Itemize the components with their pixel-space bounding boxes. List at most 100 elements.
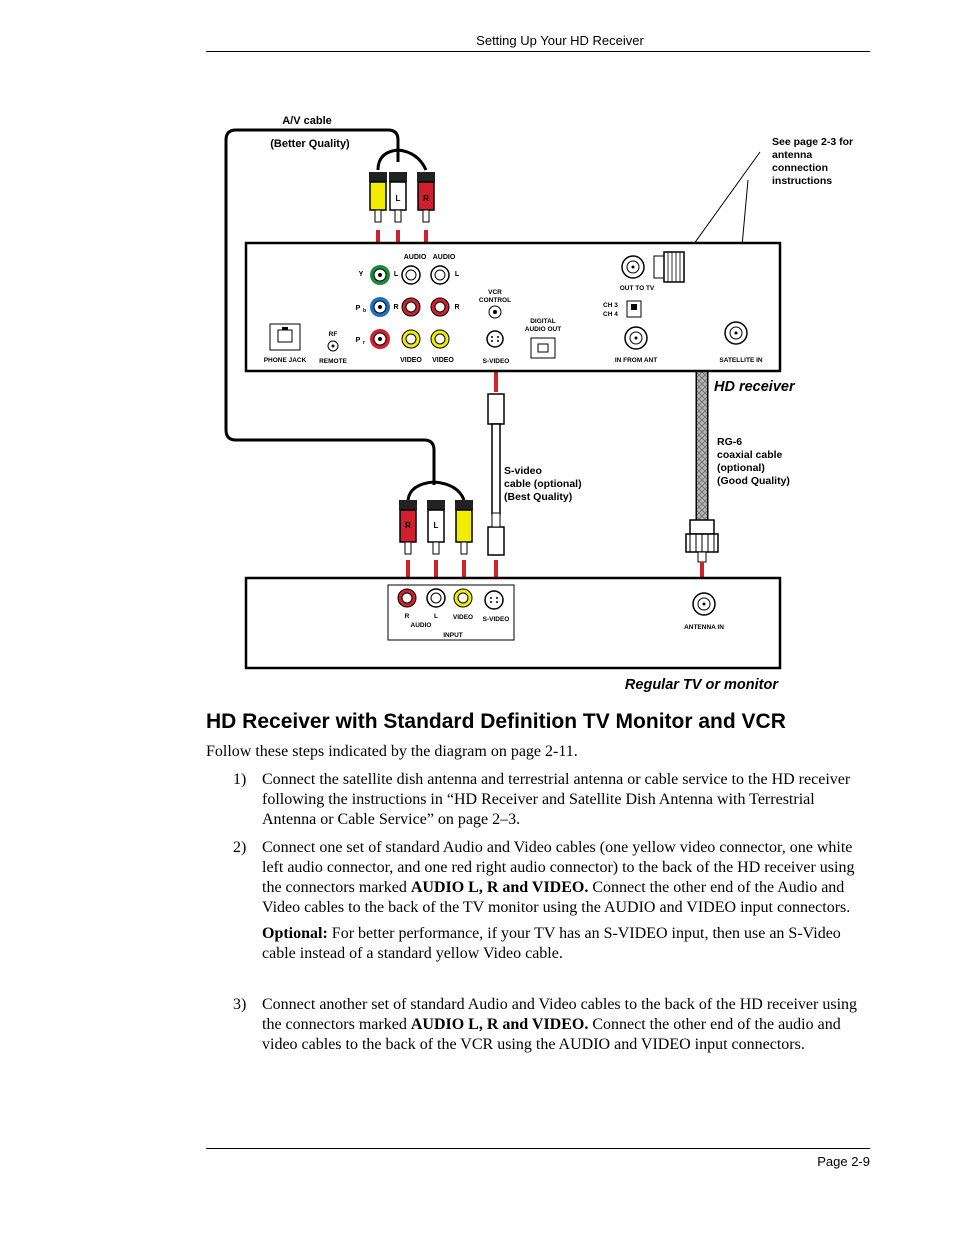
svg-text:AUDIO: AUDIO bbox=[433, 254, 456, 261]
component-pr-jack bbox=[370, 329, 390, 349]
tv-audio-l-jack bbox=[426, 588, 446, 608]
svg-text:CONTROL: CONTROL bbox=[479, 297, 511, 304]
svg-text:AUDIO: AUDIO bbox=[404, 254, 427, 261]
in-from-ant-connector bbox=[624, 326, 648, 350]
svg-text:VIDEO: VIDEO bbox=[400, 357, 422, 364]
svg-text:IN FROM ANT: IN FROM ANT bbox=[615, 357, 657, 364]
svg-text:R: R bbox=[405, 521, 411, 530]
channel-switch bbox=[626, 300, 642, 318]
svg-text:L: L bbox=[434, 521, 439, 530]
svg-text:antenna: antenna bbox=[772, 149, 812, 161]
plug-r-label: R bbox=[423, 194, 429, 203]
svg-text:R: R bbox=[454, 304, 459, 311]
svg-text:CH 3: CH 3 bbox=[603, 302, 618, 309]
step-3: 3) Connect another set of standard Audio… bbox=[206, 995, 870, 1055]
svg-text:(Good Quality): (Good Quality) bbox=[717, 475, 790, 487]
step-text: Connect one set of standard Audio and Vi… bbox=[262, 839, 855, 916]
av-cable-label: A/V cable bbox=[282, 115, 332, 127]
footer-rule bbox=[206, 1148, 870, 1149]
step-number: 1) bbox=[233, 771, 247, 788]
svg-text:CH 4: CH 4 bbox=[603, 311, 618, 318]
satellite-in-connector bbox=[724, 321, 748, 345]
av-cable bbox=[224, 128, 466, 501]
plug-l-label: L bbox=[396, 194, 401, 203]
svg-text:VIDEO: VIDEO bbox=[453, 614, 473, 621]
svg-text:b: b bbox=[363, 308, 366, 314]
svg-text:coaxial cable: coaxial cable bbox=[717, 449, 783, 461]
svg-text:P: P bbox=[356, 305, 361, 312]
component-y-jack bbox=[370, 265, 390, 285]
svg-text:OUT TO TV: OUT TO TV bbox=[620, 285, 655, 292]
connection-diagram: L R A/V cable (Better Quality) See page … bbox=[224, 115, 853, 693]
step-text: Connect the satellite dish antenna and t… bbox=[262, 771, 851, 828]
audio-l-jack-2 bbox=[430, 265, 450, 285]
optional-note: Optional: For better performance, if you… bbox=[262, 925, 841, 962]
svg-text:P: P bbox=[356, 337, 361, 344]
svg-text:cable (optional): cable (optional) bbox=[504, 478, 582, 490]
svg-text:r: r bbox=[363, 340, 365, 346]
see-page-note: See page 2-3 for antenna connection inst… bbox=[631, 136, 853, 331]
svg-text:Y: Y bbox=[359, 271, 364, 278]
step-text: Connect another set of standard Audio an… bbox=[262, 996, 858, 1053]
svg-text:DIGITAL: DIGITAL bbox=[530, 318, 556, 325]
svg-text:SATELLITE IN: SATELLITE IN bbox=[719, 357, 763, 364]
plug-white-l-bottom: L bbox=[427, 500, 445, 555]
plug-yellow-bottom bbox=[455, 500, 473, 555]
svg-text:L: L bbox=[434, 613, 438, 620]
hd-receiver-panel: AUDIO AUDIO Y P b P r L R L R VIDEO VIDE… bbox=[244, 241, 782, 373]
digital-audio-out-port bbox=[530, 337, 556, 359]
intro-text: Follow these steps indicated by the diag… bbox=[206, 743, 578, 760]
svg-text:AUDIO OUT: AUDIO OUT bbox=[525, 326, 562, 333]
svg-text:R: R bbox=[393, 304, 398, 311]
rf-remote-jack bbox=[327, 340, 339, 352]
hd-receiver-label: HD receiver bbox=[714, 379, 796, 395]
svg-text:AUDIO: AUDIO bbox=[411, 622, 432, 629]
audio-r-jack-2 bbox=[430, 297, 450, 317]
svg-text:instructions: instructions bbox=[772, 175, 832, 187]
svg-text:INPUT: INPUT bbox=[443, 632, 463, 639]
svg-text:ANTENNA IN: ANTENNA IN bbox=[684, 624, 724, 631]
svg-text:VCR: VCR bbox=[488, 289, 502, 296]
svg-text:L: L bbox=[394, 271, 399, 278]
header-title: Setting Up Your HD Receiver bbox=[476, 33, 644, 48]
av-cable-quality: (Better Quality) bbox=[270, 138, 350, 150]
plug-white-l-top: L bbox=[389, 172, 407, 223]
svg-text:S-VIDEO: S-VIDEO bbox=[483, 616, 510, 623]
out-to-tv-connector bbox=[621, 251, 685, 283]
svg-text:S-video: S-video bbox=[504, 465, 542, 477]
plug-red-r-bottom: R bbox=[399, 500, 417, 555]
component-pb-jack bbox=[370, 297, 390, 317]
step-number: 2) bbox=[233, 839, 247, 856]
tv-s-video-jack bbox=[484, 590, 504, 610]
section-heading: HD Receiver with Standard Definition TV … bbox=[206, 710, 786, 733]
tv-audio-r-jack bbox=[397, 588, 417, 608]
svg-text:S-VIDEO: S-VIDEO bbox=[483, 358, 510, 365]
svg-text:L: L bbox=[455, 271, 460, 278]
tv-antenna-in-connector bbox=[692, 592, 716, 616]
page-number: Page 2-9 bbox=[817, 1154, 870, 1169]
vcr-control-jack bbox=[488, 305, 502, 319]
tv-label: Regular TV or monitor bbox=[625, 677, 779, 693]
tv-panel: R L VIDEO S-VIDEO AUDIO INPUT ANTENNA IN bbox=[244, 576, 782, 670]
step-2: 2) Connect one set of standard Audio and… bbox=[206, 838, 870, 964]
svg-text:R: R bbox=[405, 613, 410, 620]
s-video-cable bbox=[487, 393, 505, 556]
svg-text:REMOTE: REMOTE bbox=[319, 358, 347, 365]
video-jack-2 bbox=[430, 329, 450, 349]
audio-l-jack-1 bbox=[401, 265, 421, 285]
svg-text:VIDEO: VIDEO bbox=[432, 357, 454, 364]
tv-video-jack bbox=[453, 588, 473, 608]
plug-red-r-top: R bbox=[417, 172, 435, 223]
step-number: 3) bbox=[233, 996, 247, 1013]
video-jack-1 bbox=[401, 329, 421, 349]
svg-text:(Best Quality): (Best Quality) bbox=[504, 491, 572, 503]
phone-jack-port bbox=[269, 323, 301, 351]
svg-text:PHONE JACK: PHONE JACK bbox=[264, 357, 307, 364]
svg-text:RG-6: RG-6 bbox=[717, 436, 742, 448]
header-rule bbox=[206, 51, 870, 52]
audio-r-jack-1 bbox=[401, 297, 421, 317]
svg-text:(optional): (optional) bbox=[717, 462, 765, 474]
svg-text:connection: connection bbox=[772, 162, 828, 174]
svg-text:See page 2-3 for: See page 2-3 for bbox=[772, 136, 853, 148]
running-header: Setting Up Your HD Receiver bbox=[0, 33, 954, 48]
